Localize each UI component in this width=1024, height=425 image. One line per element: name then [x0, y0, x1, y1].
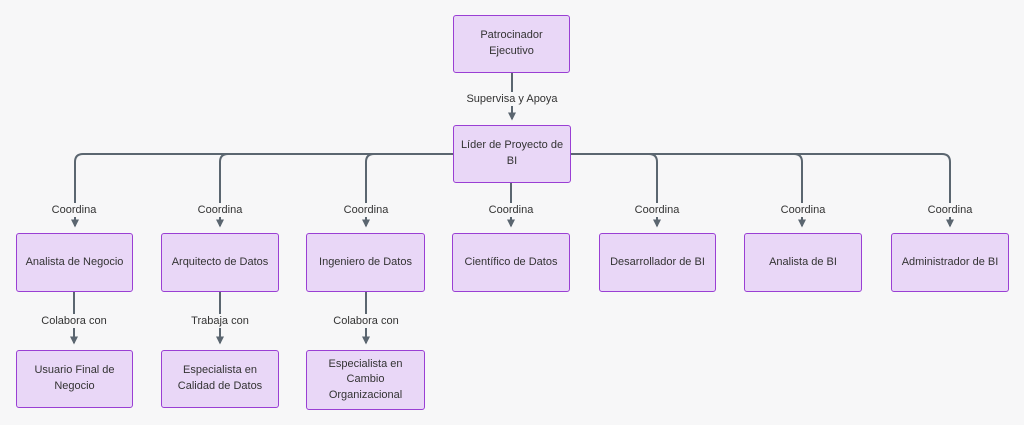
node-usuario-final-negocio: Usuario Final de Negocio	[16, 350, 133, 408]
node-arquitecto-datos: Arquitecto de Datos	[161, 233, 279, 292]
edge-label-coordina-7: Coordina	[924, 203, 976, 217]
edge-label-coordina-3: Coordina	[340, 203, 392, 217]
edge-label-coordina-2: Coordina	[194, 203, 246, 217]
node-cientifico-datos: Científico de Datos	[452, 233, 570, 292]
node-especialista-calidad-datos: Especialista en Calidad de Datos	[161, 350, 279, 408]
edge-label-trabaja-con: Trabaja con	[188, 314, 252, 328]
edge-label-coordina-6: Coordina	[777, 203, 829, 217]
node-administrador-bi: Administrador de BI	[891, 233, 1009, 292]
edge-label-supervisa-y-apoya: Supervisa y Apoya	[463, 92, 561, 106]
node-analista-bi: Analista de BI	[744, 233, 862, 292]
node-especialista-cambio-organizacional: Especialista en Cambio Organizacional	[306, 350, 425, 410]
node-analista-negocio: Analista de Negocio	[16, 233, 133, 292]
node-lider-proyecto-bi: Líder de Proyecto de BI	[453, 125, 571, 183]
edge-label-coordina-5: Coordina	[631, 203, 683, 217]
edge-label-coordina-1: Coordina	[48, 203, 100, 217]
node-ingeniero-datos: Ingeniero de Datos	[306, 233, 425, 292]
edge-label-coordina-4: Coordina	[485, 203, 537, 217]
node-desarrollador-bi: Desarrollador de BI	[599, 233, 716, 292]
edge-label-colabora-con-1: Colabora con	[38, 314, 110, 328]
edge-label-colabora-con-2: Colabora con	[330, 314, 402, 328]
node-patrocinador-ejecutivo: Patrocinador Ejecutivo	[453, 15, 570, 73]
